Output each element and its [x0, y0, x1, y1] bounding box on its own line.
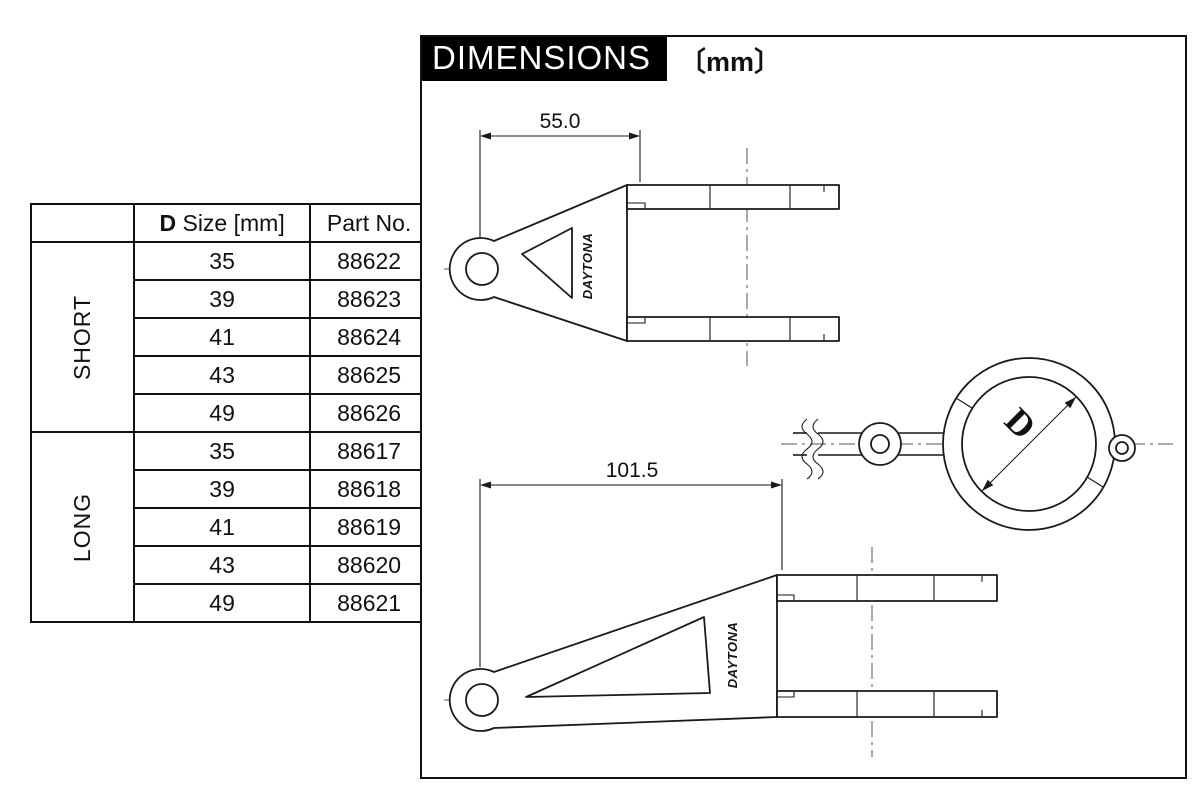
- size-part-table: D Size [mm] Part No. SHORT 35 88622 39 8…: [29, 203, 430, 623]
- size-cell: 35: [133, 241, 312, 281]
- table-row: 49 88621: [31, 583, 430, 623]
- dimension-55: 55.0: [479, 110, 641, 240]
- short-bracket-shape: [448, 184, 840, 342]
- dimensions-panel: DIMENSIONS 〔mm〕 55.0: [420, 35, 1187, 779]
- table-row: SHORT 35 88622: [29, 241, 430, 433]
- part-cell: 88621: [309, 583, 430, 623]
- short-bracket-drawing: 55.0: [442, 102, 862, 372]
- table-row: 39 88618: [31, 469, 430, 509]
- group-label-text: LONG: [69, 492, 96, 562]
- table-row: 41 88619: [31, 507, 430, 547]
- panel-title-row: DIMENSIONS 〔mm〕: [422, 37, 781, 81]
- long-bracket-shape: [448, 574, 998, 732]
- panel-title: DIMENSIONS: [422, 37, 668, 81]
- dimension-55-text: 55.0: [540, 110, 581, 133]
- dimension-101-5: 101.5: [479, 459, 783, 667]
- diameter-arrow: [981, 396, 1077, 492]
- unit-label: 〔mm〕: [679, 46, 782, 77]
- pivot-boss: [858, 422, 902, 466]
- long-bracket-drawing: 101.5: [442, 455, 1022, 775]
- table-row: 49 88626: [31, 393, 430, 433]
- brand-text: DAYTONA: [580, 233, 595, 300]
- size-column-header: D Size [mm]: [133, 203, 312, 243]
- table-row: LONG 35 88617: [29, 431, 430, 623]
- group-label-short: SHORT: [29, 241, 136, 433]
- clamp-ring-drawing: D: [777, 347, 1177, 557]
- size-cell: 35: [133, 431, 312, 471]
- part-column-header: Part No.: [309, 203, 430, 243]
- group-label-text: SHORT: [69, 294, 96, 380]
- part-cell: 88626: [309, 393, 430, 433]
- table-row: 39 88623: [31, 279, 430, 319]
- table-header-row: D Size [mm] Part No.: [29, 203, 430, 243]
- size-cell: 39: [133, 279, 312, 319]
- part-cell: 88617: [309, 431, 430, 471]
- part-cell: 88624: [309, 317, 430, 357]
- part-cell: 88622: [309, 241, 430, 281]
- size-cell: 41: [133, 317, 312, 357]
- dimension-101-5-text: 101.5: [606, 459, 659, 482]
- size-header-bold-d: D: [159, 209, 177, 236]
- mount-hole: [465, 683, 499, 717]
- corner-cell: [29, 203, 136, 243]
- mount-hole: [465, 252, 499, 286]
- ear-boss: [1108, 434, 1136, 462]
- table-row: 43 88625: [31, 355, 430, 395]
- size-cell: 43: [133, 545, 312, 585]
- size-cell: 39: [133, 469, 312, 509]
- size-cell: 43: [133, 355, 312, 395]
- part-cell: 88620: [309, 545, 430, 585]
- table-row: 41 88624: [31, 317, 430, 357]
- size-cell: 49: [133, 583, 312, 623]
- part-cell: 88623: [309, 279, 430, 319]
- group-label-long: LONG: [29, 431, 136, 623]
- part-cell: 88619: [309, 507, 430, 547]
- part-cell: 88618: [309, 469, 430, 509]
- part-cell: 88625: [309, 355, 430, 395]
- size-cell: 41: [133, 507, 312, 547]
- brand-text: DAYTONA: [725, 622, 740, 689]
- size-header-rest: Size [mm]: [176, 209, 285, 236]
- size-cell: 49: [133, 393, 312, 433]
